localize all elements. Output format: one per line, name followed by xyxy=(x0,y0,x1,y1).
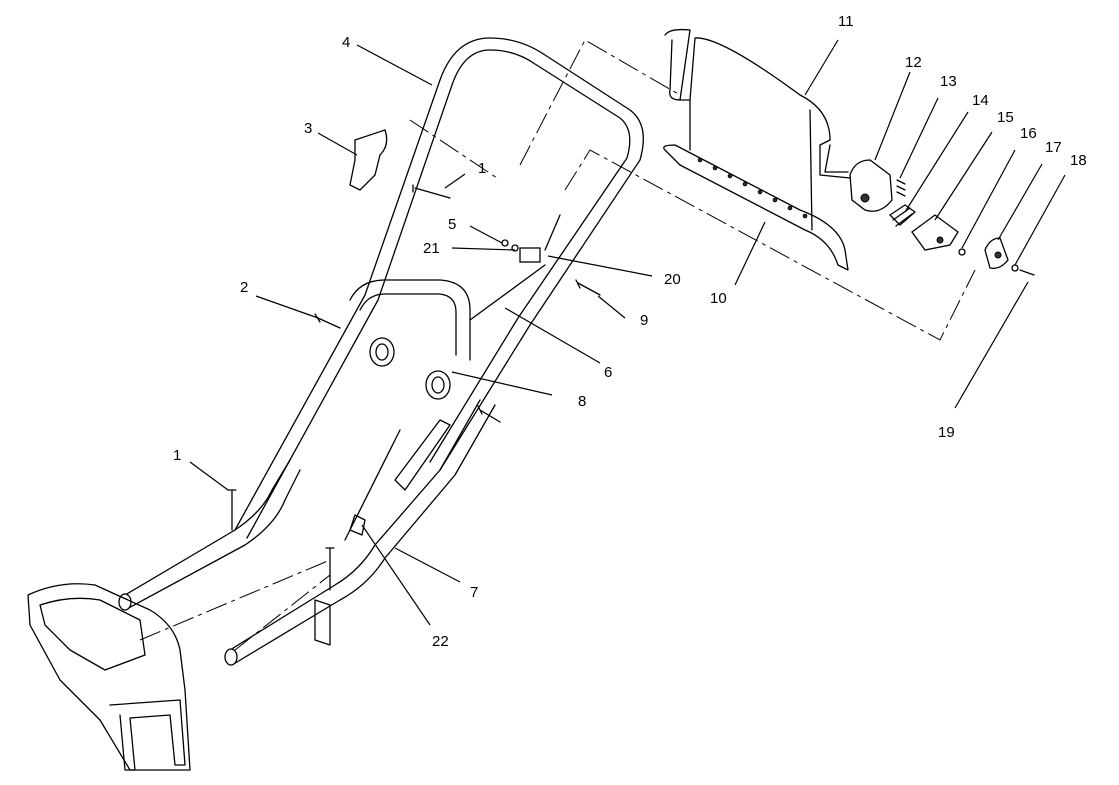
callout-7: 7 xyxy=(470,584,478,601)
mower-deck xyxy=(27,583,191,771)
hinge-hardware xyxy=(849,159,1035,276)
assembly-lines xyxy=(139,39,976,651)
leader-lines xyxy=(189,39,1066,626)
callout-15: 15 xyxy=(997,109,1014,126)
callout-1-lower: 1 xyxy=(173,447,181,464)
callout-17: 17 xyxy=(1045,139,1062,156)
callout-12: 12 xyxy=(905,54,922,71)
callout-6: 6 xyxy=(604,364,612,381)
callout-13: 13 xyxy=(940,73,957,90)
callout-1-upper: 1 xyxy=(478,160,486,177)
callout-11: 11 xyxy=(838,13,854,30)
callout-4: 4 xyxy=(342,34,350,51)
callout-21: 21 xyxy=(423,240,440,257)
callout-10: 10 xyxy=(710,290,727,307)
callout-8: 8 xyxy=(578,393,586,410)
callout-18: 18 xyxy=(1070,152,1087,169)
callout-2: 2 xyxy=(240,279,248,296)
callout-22: 22 xyxy=(432,633,449,650)
callout-5: 5 xyxy=(448,216,456,233)
flap-rod xyxy=(664,28,851,179)
knobs xyxy=(369,337,451,400)
callout-16: 16 xyxy=(1020,125,1037,142)
callout-labels: 1 1 2 3 4 5 6 7 8 9 10 11 12 13 14 15 16… xyxy=(173,13,1087,650)
flap-rivets xyxy=(697,157,808,219)
upper-handle xyxy=(234,37,644,539)
callout-9: 9 xyxy=(640,312,648,329)
callout-3: 3 xyxy=(304,120,312,137)
callout-19: 19 xyxy=(938,424,955,441)
rear-flap xyxy=(663,99,849,271)
fasteners xyxy=(227,184,601,591)
callout-14: 14 xyxy=(972,92,989,109)
cable-guide xyxy=(349,129,388,191)
callout-20: 20 xyxy=(664,271,681,288)
